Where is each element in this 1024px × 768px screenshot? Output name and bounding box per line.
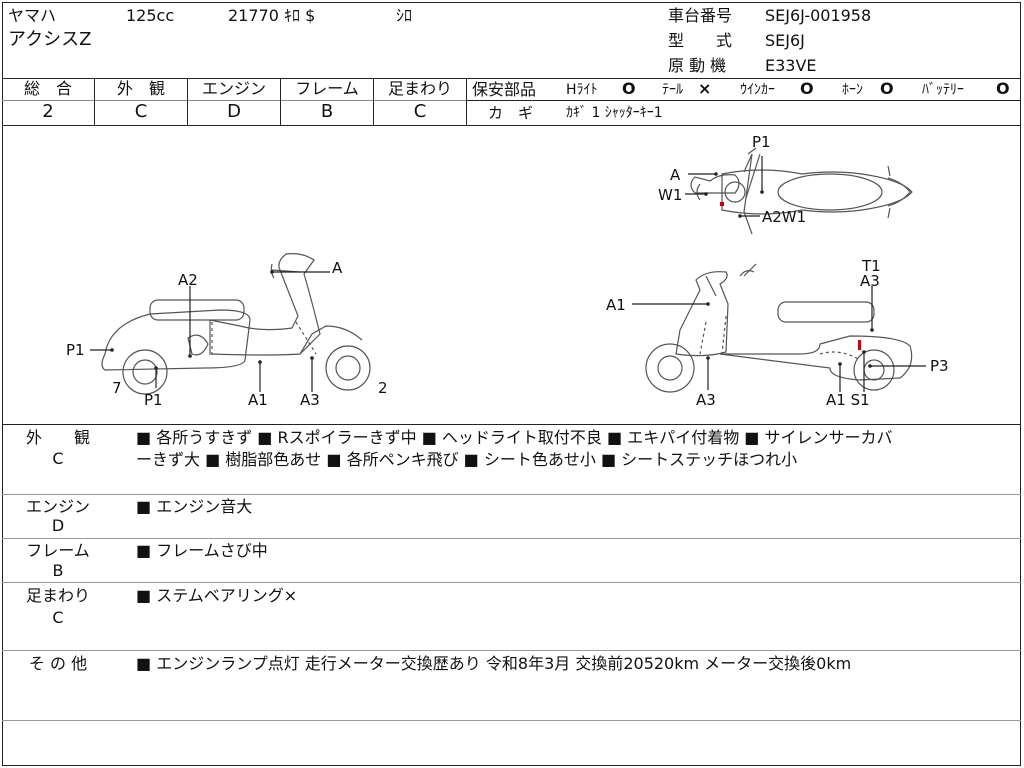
- scooter-right-view: [645, 263, 913, 393]
- engine-value: E33VE: [765, 56, 817, 75]
- grade-label: エンジン: [201, 79, 266, 98]
- section-text: ■ エンジン音大: [136, 497, 253, 516]
- section-grade: C: [52, 449, 64, 468]
- diagram-label: P1: [66, 341, 85, 359]
- divider: [94, 78, 95, 125]
- grade-label: 総 合: [23, 79, 72, 98]
- diagram-label: 2: [378, 379, 388, 397]
- section-text: ■ ステムベアリング×: [136, 586, 298, 605]
- divider: [187, 78, 188, 125]
- safety-item-name: ﾃｰﾙ: [662, 82, 683, 98]
- safety-item-mark: O: [622, 79, 636, 98]
- diagram-label: A1: [606, 296, 626, 314]
- safety-item-name: ﾎｰﾝ: [842, 82, 863, 98]
- grade-value: 2: [42, 101, 54, 122]
- damage-mark: [858, 340, 861, 350]
- grade-label: 足まわり: [387, 79, 452, 98]
- diagram-label: A3: [696, 391, 716, 409]
- diagram-label: P1: [752, 133, 771, 151]
- section-text: ーきず大 ■ 樹脂部色あせ ■ 各所ペンキ飛び ■ シート色あせ小 ■ シートス…: [136, 450, 798, 469]
- diagram-label: A2W1: [762, 208, 807, 226]
- divider: [373, 78, 374, 125]
- section-label: 外 観: [25, 428, 90, 447]
- safety-label: 保安部品: [472, 80, 537, 99]
- safety-item-mark: O: [880, 79, 894, 98]
- divider: [466, 78, 467, 125]
- safety-item-mark: O: [800, 79, 814, 98]
- divider: [2, 100, 466, 101]
- section-text: ■ 各所うすきず ■ Rスポイラーきず中 ■ ヘッドライト取付不良 ■ エキパイ…: [136, 428, 893, 447]
- diagram-label: 7: [112, 379, 122, 397]
- section-label: そ の 他: [28, 654, 88, 673]
- engine-label: 原 動 機: [668, 56, 727, 75]
- divider: [2, 424, 1021, 425]
- section-label: フレーム: [26, 541, 90, 560]
- grade-label: 外 観: [116, 79, 165, 98]
- section-text: ■ エンジンランプ点灯 走行メーター交換歴あり 令和8年3月 交換前20520k…: [136, 654, 852, 673]
- divider: [2, 538, 1021, 539]
- section-grade: C: [52, 608, 64, 627]
- diagram-label: A2: [178, 271, 198, 289]
- maker: ヤマハ: [8, 6, 57, 25]
- type-label: 型 式: [668, 31, 733, 50]
- section-grade: B: [52, 561, 64, 580]
- mileage: 21770 ｷﾛ $: [228, 6, 316, 25]
- section-grade: D: [51, 516, 65, 535]
- type-value: SEJ6J: [765, 31, 805, 50]
- grade-value: C: [413, 101, 427, 122]
- diagram-label: P3: [930, 357, 949, 375]
- safety-item-name: Hﾗｲﾄ: [566, 82, 598, 98]
- color: ｼﾛ: [396, 6, 413, 25]
- safety-item-mark: O: [996, 79, 1010, 98]
- diagram-label: W1: [658, 186, 683, 204]
- diagram-label: A3: [300, 391, 320, 409]
- scooter-diagram: [90, 147, 926, 395]
- grade-label: フレーム: [295, 79, 359, 98]
- safety-item-mark: ×: [698, 79, 712, 98]
- damage-mark: [720, 202, 724, 206]
- section-label: エンジン: [25, 497, 90, 516]
- section-label: 足まわり: [25, 586, 90, 605]
- diagram-label: A: [332, 259, 343, 277]
- diagram-label: A: [670, 166, 681, 184]
- scooter-left-view: [101, 253, 371, 395]
- diagram-dots: [110, 172, 874, 370]
- diagram-label: A1: [248, 391, 268, 409]
- key-value: ｶｷﾞ 1 ｼｬｯﾀｰｷｰ1: [566, 105, 663, 121]
- divider: [2, 494, 1021, 495]
- model-name: アクシスZ: [8, 29, 92, 50]
- divider: [280, 78, 281, 125]
- section-text: ■ フレームさび中: [136, 541, 268, 560]
- grade-value: B: [320, 101, 334, 122]
- grade-value: D: [227, 101, 241, 122]
- scooter-top-view: [690, 147, 913, 235]
- divider: [466, 100, 1021, 101]
- divider: [2, 125, 1021, 126]
- grade-value: C: [134, 101, 148, 122]
- divider: [2, 650, 1021, 651]
- diagram-label: A1 S1: [826, 391, 870, 409]
- diagram-leaders: [90, 156, 926, 392]
- divider: [2, 582, 1021, 583]
- diagram-label: P1: [144, 391, 163, 409]
- safety-item-name: ｳｲﾝｶｰ: [740, 82, 775, 98]
- divider: [2, 78, 1021, 79]
- frame-no-label: 車台番号: [668, 6, 733, 25]
- frame-no-value: SEJ6J-001958: [765, 6, 872, 25]
- diagram-label: A3: [860, 272, 880, 290]
- divider: [2, 720, 1021, 721]
- key-label: カ ギ: [488, 104, 534, 122]
- diagram-label: T1: [862, 257, 881, 275]
- displacement: 125cc: [126, 6, 175, 25]
- safety-item-name: ﾊﾞｯﾃﾘｰ: [922, 82, 964, 98]
